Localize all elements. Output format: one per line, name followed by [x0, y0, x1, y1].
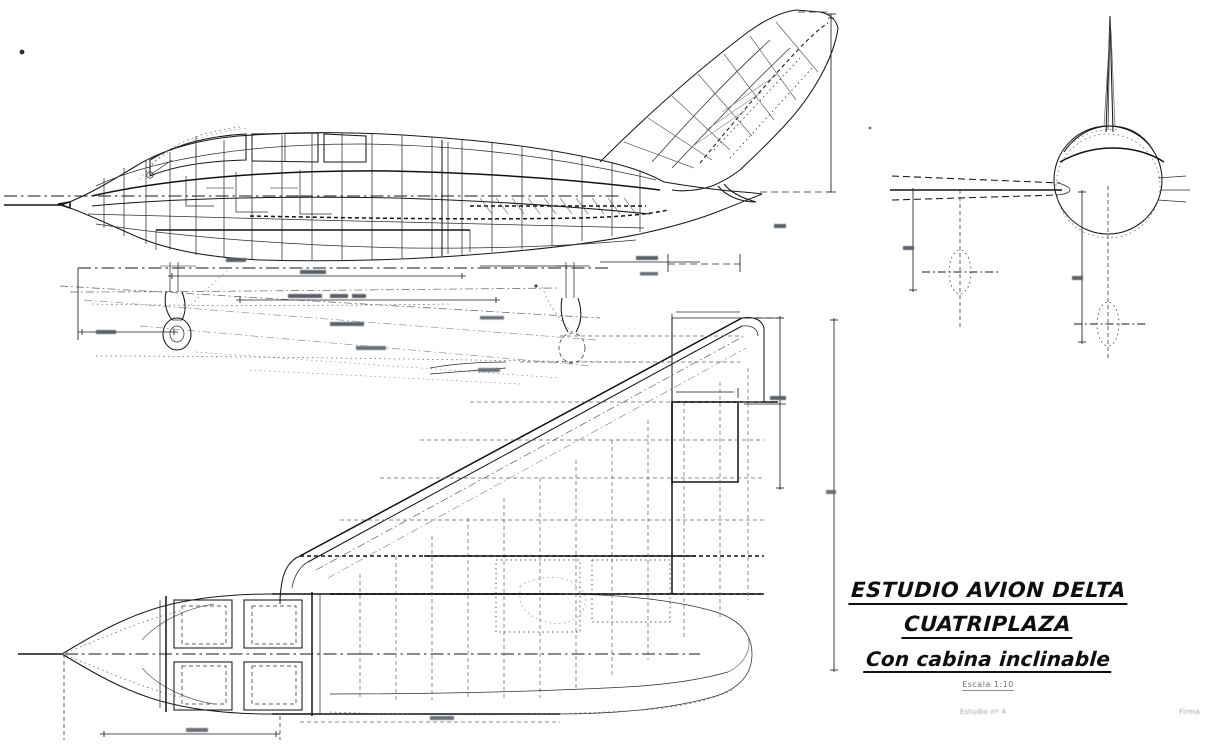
side-view-centerline [4, 195, 620, 206]
scan-speck [868, 126, 872, 130]
front-elevation-group [890, 15, 1190, 360]
engine-bay [470, 197, 646, 215]
front-view-dimension-figures [903, 246, 1083, 280]
ground-line [95, 355, 641, 363]
fuselage-frames [103, 133, 641, 261]
title-block: ESTUDIO AVION DELTA CUATRIPLAZA Con cabi… [838, 578, 1138, 692]
dimension-figures [96, 256, 658, 372]
scan-speck [19, 49, 25, 55]
fuselage-longerons [87, 143, 669, 249]
delta-wing-planform [279, 317, 778, 716]
fin-height-dimension [760, 11, 836, 193]
signature-left: Estudio nº 4 [960, 708, 1007, 716]
plan-dimension-figures [186, 224, 836, 732]
signature-right: Firma [1179, 708, 1200, 716]
cabin-seats [159, 592, 321, 716]
plan-top-dimension [671, 311, 780, 322]
front-view-nose-wheel [1074, 186, 1148, 360]
main-landing-gear [541, 262, 590, 364]
scan-speck [534, 284, 538, 288]
signature-row: Estudio nº 4 Firma [960, 708, 1200, 716]
cabin-floor-line [155, 229, 471, 252]
vertical-fin [599, 9, 839, 203]
title-line-con-cabina-inclinable: Con cabina inclinable [863, 647, 1113, 673]
wing-root-side [59, 267, 612, 385]
front-view-main-wheel [922, 190, 1000, 330]
side-view-dimensions [77, 254, 741, 372]
fuselage-outline [57, 132, 763, 262]
title-line-cuatriplaza: CUATRIPLAZA [901, 612, 1075, 639]
scale-note: Escala 1:10 [962, 680, 1014, 691]
cabin-interior [185, 140, 449, 256]
title-line-estudio-avion-delta: ESTUDIO AVION DELTA [847, 578, 1129, 605]
nose-landing-gear [160, 262, 231, 351]
plan-view-group [18, 224, 838, 740]
